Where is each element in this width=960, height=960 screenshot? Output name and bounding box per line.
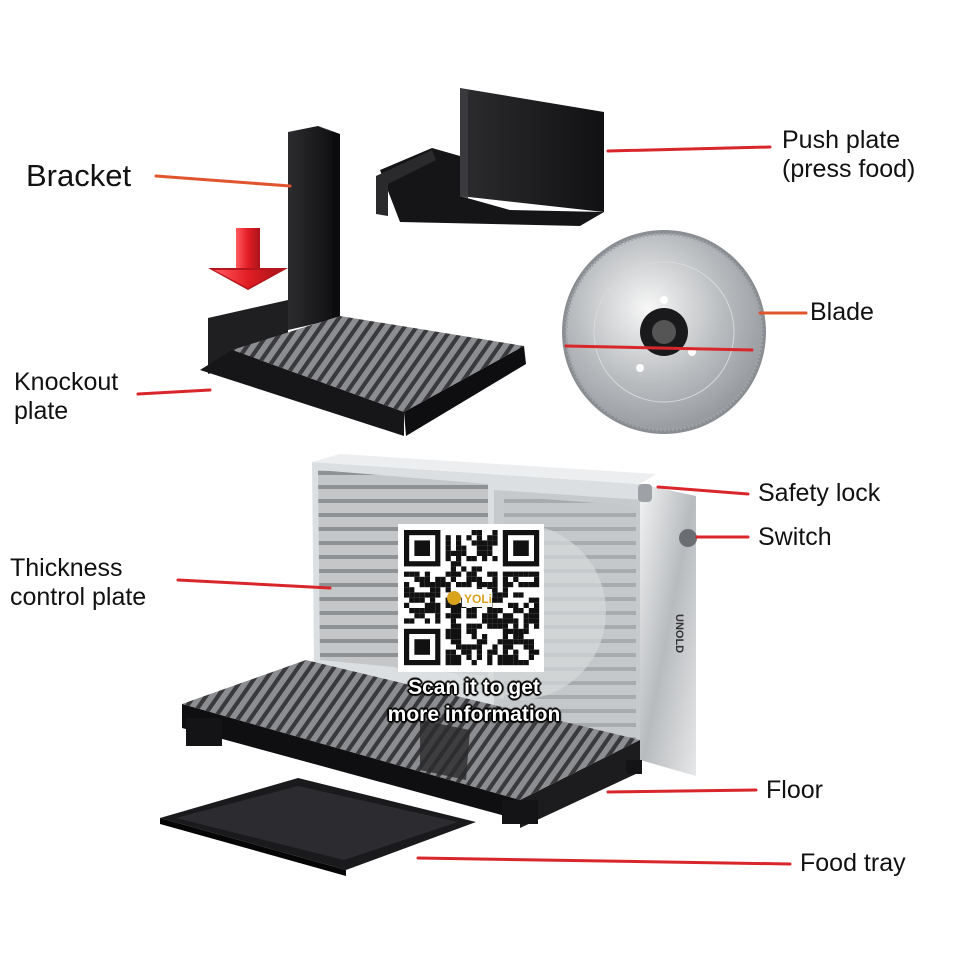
leader-line-bracket — [154, 174, 292, 188]
leader-lines — [136, 145, 808, 866]
leader-line-floor — [606, 788, 758, 794]
label-thickness-line1: Thickness — [10, 554, 123, 582]
leader-line-safety-lock — [656, 485, 750, 496]
label-food-tray: Food tray — [800, 849, 906, 877]
leader-line-thickness — [176, 578, 332, 590]
label-push-plate-line2: (press food) — [782, 155, 916, 183]
leader-line-food-tray — [416, 856, 792, 866]
label-push-plate: Push plate (press food) — [782, 126, 915, 184]
qr-caption-line2: more information — [387, 703, 561, 726]
knockout-plate-part — [200, 316, 526, 436]
label-knockout-plate: Knockout plate — [14, 368, 118, 426]
qr-caption-line1: Scan it to get — [408, 676, 540, 699]
label-safety-lock: Safety lock — [758, 479, 881, 507]
label-knockout-line1: Knockout — [14, 368, 119, 396]
push-plate-part — [376, 88, 604, 226]
leader-line-blade-center — [564, 344, 754, 352]
qr-logo: YOLi — [447, 589, 492, 607]
qr-caption: Scan it to get more information — [368, 674, 580, 728]
label-bracket: Bracket — [26, 158, 132, 193]
label-push-plate-line1: Push plate — [782, 126, 901, 154]
leader-line-knockout — [136, 388, 212, 396]
switch-button — [679, 529, 697, 547]
safety-lock-knob — [638, 484, 652, 502]
food-tray-part — [160, 778, 476, 876]
blade-part — [562, 230, 766, 434]
leader-line-push-plate — [606, 145, 772, 153]
label-thickness-control-plate: Thickness control plate — [10, 554, 146, 612]
label-switch: Switch — [758, 523, 832, 551]
floor-part — [182, 660, 642, 828]
qr-logo-text: YOLi — [464, 592, 492, 606]
label-floor: Floor — [766, 776, 823, 804]
label-blade: Blade — [810, 298, 874, 326]
label-knockout-line2: plate — [14, 397, 69, 425]
label-thickness-line2: control plate — [10, 583, 147, 611]
down-arrow-icon — [208, 228, 288, 290]
brand-mark: UNOLD — [673, 614, 685, 653]
